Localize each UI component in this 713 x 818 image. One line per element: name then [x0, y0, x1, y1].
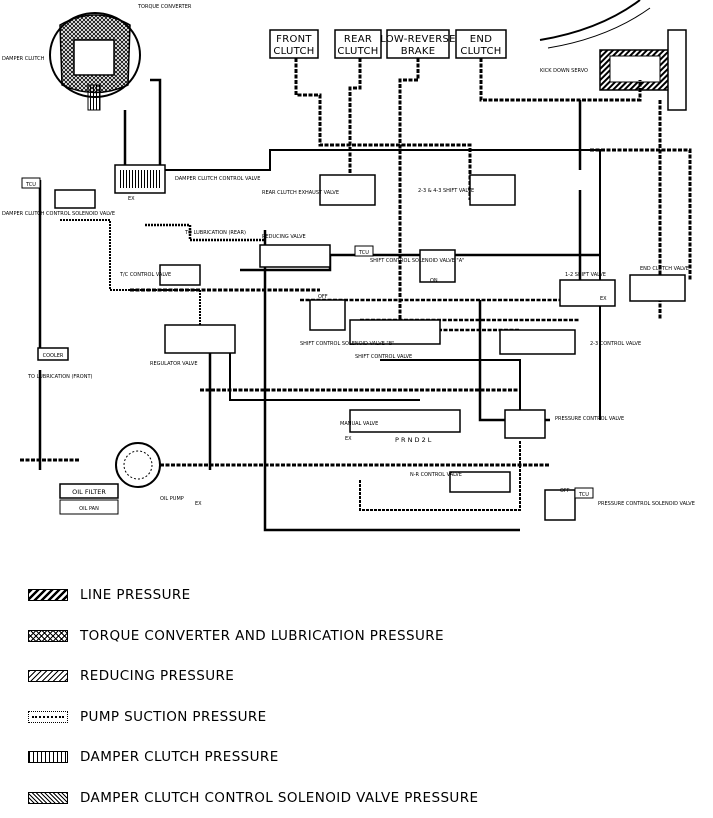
shift-234-label: 2-3 & 4-3 SHIFT VALVE [418, 188, 474, 194]
solenoid-a-label: SHIFT CONTROL SOLENOID VALVE "A" [370, 258, 464, 264]
oil-pan-label: OIL PAN [79, 506, 99, 512]
manual-positions-label: P R N D 2 L [395, 436, 432, 444]
legend-row-solenoid: DAMPER CLUTCH CONTROL SOLENOID VALVE PRE… [28, 778, 708, 818]
ex-label-2: EX [345, 436, 352, 442]
to-lubrication-front-label: TO LUBRICATION (FRONT) [27, 374, 93, 380]
ex-label-1: EX [128, 196, 135, 202]
legend-label: LINE PRESSURE [80, 587, 191, 603]
tcu-label-3: TCU [578, 492, 589, 498]
tc-control-valve-label: T/C CONTROL VALVE [119, 272, 171, 278]
regulator-valve-body [165, 325, 235, 353]
damper-pressure-swatch [28, 751, 68, 763]
legend-row-suction: PUMP SUCTION PRESSURE [28, 697, 708, 738]
legend-label: DAMPER CLUTCH PRESSURE [80, 749, 279, 765]
shift-12-valve-body [560, 280, 615, 306]
legend-label: REDUCING PRESSURE [80, 668, 234, 684]
legend-label: TORQUE CONVERTER AND LUBRICATION PRESSUR… [80, 628, 444, 644]
line-pressure-swatch [28, 589, 68, 601]
damper-solenoid-label: DAMPER CLUTCH CONTROL SOLENOID VALVE [2, 211, 115, 217]
low-reverse-line1: LOW-REVERSE [380, 34, 456, 45]
reducing-valve-body [260, 245, 330, 267]
torque-converter: TORQUE CONVERTER DAMPER CLUTCH [2, 4, 192, 110]
tcu-label-1: TCU [25, 182, 36, 188]
ex-label-3: EX [600, 296, 607, 302]
legend-label: DAMPER CLUTCH CONTROL SOLENOID VALVE PRE… [80, 790, 478, 806]
oil-pump-label: OIL PUMP [160, 496, 184, 502]
legend-row-reducing: REDUCING PRESSURE [28, 656, 708, 697]
front-clutch-line1: FRONT [276, 34, 312, 45]
end-clutch-valve-label: END CLUTCH VALVE [640, 266, 689, 272]
pressure-solenoid-body [545, 490, 575, 520]
oil-system: OIL FILTER OIL PAN OIL PUMP COOLER [38, 348, 184, 514]
end-clutch-valve-body [630, 275, 685, 301]
shift-23-valve-body [500, 330, 575, 354]
pressure-control-valve-body [505, 410, 545, 438]
damper-solenoid-body [55, 190, 95, 208]
suction-pressure-swatch [28, 711, 68, 723]
n-r-control-label: N-R CONTROL VALVE [410, 472, 462, 478]
low-reverse-line2: BRAKE [401, 46, 436, 57]
rear-clutch-exhaust-label: REAR CLUTCH EXHAUST VALVE [262, 190, 339, 196]
regulator-valve-label: REGULATOR VALVE [150, 361, 198, 367]
damper-control-valve-label: DAMPER CLUTCH CONTROL VALVE [175, 176, 260, 182]
kickdown-servo: KICK DOWN SERVO [540, 0, 686, 110]
torque-pressure-swatch [28, 630, 68, 642]
pressure-control-valve-label: PRESSURE CONTROL VALVE [555, 416, 624, 422]
shift-23-label: 2-3 CONTROL VALVE [590, 341, 641, 347]
to-lubrication-rear-label: TO LUBRICATION (REAR) [184, 230, 246, 236]
shift-control-valve-label: SHIFT CONTROL VALVE [355, 354, 412, 360]
front-clutch-line2: CLUTCH [273, 46, 314, 57]
off-label-2: OFF [560, 488, 570, 494]
pressure-legend: LINE PRESSURE TORQUE CONVERTER AND LUBRI… [28, 575, 708, 818]
solenoid-b-label: SHIFT CONTROL SOLENOID VALVE "B" [300, 341, 394, 347]
legend-row-line: LINE PRESSURE [28, 575, 708, 616]
pressure-solenoid-label: PRESSURE CONTROL SOLENOID VALVE [598, 501, 695, 507]
on-label-1: ON [430, 278, 438, 284]
manual-valve-label: MANUAL VALVE [340, 421, 378, 427]
rear-clutch-line2: CLUTCH [337, 46, 378, 57]
hydraulic-circuit-diagram: TORQUE CONVERTER DAMPER CLUTCH KICK DOWN… [0, 0, 713, 560]
solenoid-pressure-swatch [28, 792, 68, 804]
ex-label-4: EX [195, 501, 202, 507]
cooler-label: COOLER [43, 353, 64, 359]
oil-filter-label: OIL FILTER [72, 488, 106, 496]
legend-row-damper: DAMPER CLUTCH PRESSURE [28, 737, 708, 778]
legend-row-torque: TORQUE CONVERTER AND LUBRICATION PRESSUR… [28, 616, 708, 657]
damper-clutch-label: DAMPER CLUTCH [2, 56, 45, 62]
legend-label: PUMP SUCTION PRESSURE [80, 709, 267, 725]
shift-234-valve-body [470, 175, 515, 205]
rear-clutch-line1: REAR [344, 34, 372, 45]
shift-12-label: 1-2 SHIFT VALVE [565, 272, 606, 278]
off-label-1: OFF [318, 294, 328, 300]
end-clutch-line2: CLUTCH [460, 46, 501, 57]
solenoid-b-body [310, 300, 345, 330]
tcu-label-2: TCU [358, 250, 369, 256]
kickdown-servo-label: KICK DOWN SERVO [540, 68, 588, 74]
component-labels: DAMPER CLUTCH CONTROL VALVE DAMPER CLUTC… [2, 176, 695, 507]
reducing-pressure-swatch [28, 670, 68, 682]
top-boxes: FRONT CLUTCH REAR CLUTCH LOW-REVERSE BRA… [270, 30, 506, 58]
end-clutch-line1: END [470, 34, 492, 45]
torque-converter-label: TORQUE CONVERTER [137, 4, 192, 10]
reducing-valve-label: REDUCING VALVE [262, 234, 306, 240]
